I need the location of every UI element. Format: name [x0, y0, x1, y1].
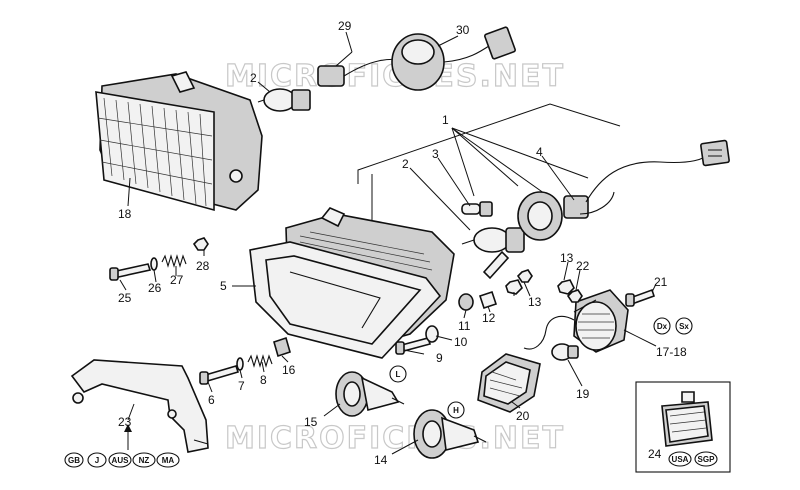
- callout-16: 16: [282, 363, 296, 377]
- market-badge-usa: USA: [672, 455, 689, 464]
- parking-bulb-part-3: [461, 201, 493, 217]
- adjuster-hardware-parts-25-28: [109, 237, 209, 281]
- headlight-bulb-part-2: [461, 227, 525, 253]
- callout-2-top: 2: [250, 71, 257, 85]
- market-badges-part-23: GB J AUS NZ MA: [64, 452, 180, 468]
- callout-26: 26: [148, 281, 162, 295]
- callout-22: 22: [576, 259, 590, 273]
- badge-sx: Sx: [679, 322, 689, 331]
- callout-18: 18: [118, 207, 132, 221]
- turn-indicator-part-17-18: [523, 289, 629, 353]
- rubber-boot-part-30: [391, 26, 516, 91]
- headlight-bulb-part-2-top: [257, 88, 311, 112]
- horn-high-part-14: H: [413, 401, 487, 459]
- callout-11: 11: [458, 319, 471, 333]
- callout-10: 10: [454, 335, 468, 349]
- headlight-unit-part-18: [95, 71, 263, 212]
- leader-lines: [119, 31, 657, 455]
- callout-7: 7: [238, 379, 245, 393]
- callout-2: 2: [402, 157, 409, 171]
- callout-5: 5: [220, 279, 227, 293]
- horn-low-badge: L: [396, 370, 401, 379]
- indicator-nut-parts-13-22: [557, 279, 583, 303]
- adjuster-hardware-parts-6-16: [199, 336, 291, 385]
- callout-29: 29: [338, 19, 352, 33]
- callout-21: 21: [654, 275, 668, 289]
- callout-1: 1: [442, 113, 449, 127]
- callout-12: 12: [482, 311, 496, 325]
- callout-14: 14: [374, 453, 388, 467]
- market-badge-nz: NZ: [139, 456, 150, 465]
- indicator-screw-part-21: [625, 288, 656, 307]
- dx-sx-badges: Dx Sx: [653, 317, 693, 335]
- callout-30: 30: [456, 23, 470, 37]
- wiring-loom-part-4: [579, 139, 730, 215]
- reflector-inset-part-24: USA SGP: [635, 381, 731, 473]
- mounting-bracket-part-23: [70, 359, 209, 453]
- market-badge-ma: MA: [162, 456, 175, 465]
- horn-high-badge: H: [453, 406, 459, 415]
- callout-25: 25: [118, 291, 132, 305]
- watermark-bottom: MICROFICHES.NET: [225, 421, 565, 456]
- callout-3: 3: [432, 147, 439, 161]
- callout-20: 20: [516, 409, 530, 423]
- part-1-group-bracket: [357, 103, 621, 224]
- bulb-socket-boot: [517, 191, 589, 241]
- turn-indicator-lens-part-20: [477, 353, 541, 413]
- callout-19: 19: [576, 387, 590, 401]
- market-badge-j: J: [95, 456, 99, 465]
- callout-9: 9: [436, 351, 443, 365]
- part-23-arrow: [124, 424, 132, 450]
- callout-28: 28: [196, 259, 210, 273]
- market-badge-aus: AUS: [112, 456, 130, 465]
- callout-17-18: 17-18: [656, 345, 687, 359]
- callout-15: 15: [304, 415, 318, 429]
- callout-13-a: 13: [528, 295, 542, 309]
- callout-27: 27: [170, 273, 184, 287]
- callout-23: 23: [118, 415, 132, 429]
- horn-low-part-15: L: [335, 365, 407, 417]
- callout-8: 8: [260, 373, 267, 387]
- callout-6: 6: [208, 393, 215, 407]
- callout-4: 4: [536, 145, 543, 159]
- market-badge-sgp: SGP: [698, 455, 716, 464]
- mounting-hardware-parts-9-13: [395, 250, 533, 355]
- market-badge-gb: GB: [68, 456, 80, 465]
- headlight-fairing-part-5: [249, 207, 455, 359]
- badge-dx: Dx: [657, 322, 668, 331]
- callout-24: 24: [648, 447, 662, 461]
- callout-13-b: 13: [560, 251, 574, 265]
- indicator-bulb-part-19: [551, 343, 579, 361]
- callout-labels: 18 2 29 30 1 2 3 4 5 28 25 26 27 6 7 8 1…: [118, 19, 687, 467]
